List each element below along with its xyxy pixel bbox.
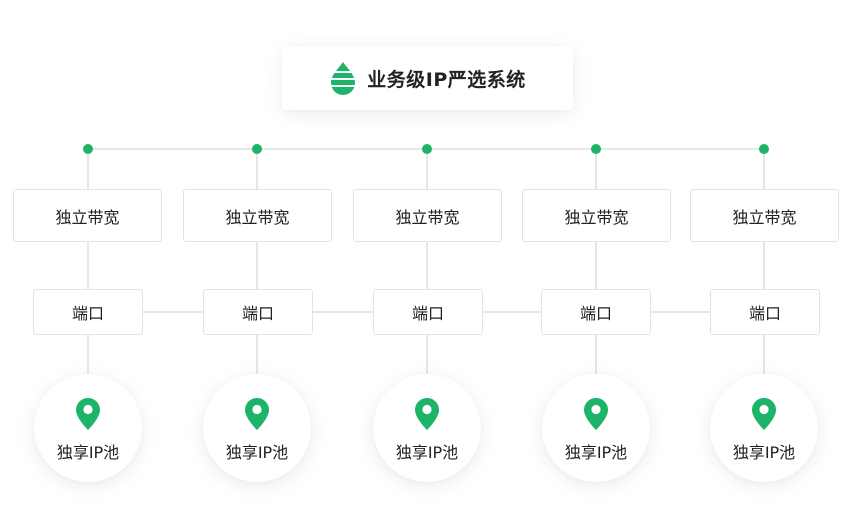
location-pin-icon [752,398,776,430]
drop-stripes-icon [331,62,356,95]
node-dot-1 [83,144,93,154]
location-pin-icon [415,398,439,430]
port-box-2: 端口 [203,289,313,335]
node-dot-2 [252,144,262,154]
node-dot-3 [422,144,432,154]
port-box-1: 端口 [33,289,143,335]
ip-pool-label: 独享IP池 [564,443,628,462]
node-dot-4 [591,144,601,154]
ip-pool-node-5: 独享IP池 [710,374,818,482]
location-pin-icon [76,398,100,430]
ip-pool-node-4: 独享IP池 [542,374,650,482]
ip-pool-node-2: 独享IP池 [203,374,311,482]
ip-pool-node-3: 独享IP池 [373,374,481,482]
port-box-4: 端口 [541,289,651,335]
port-box-5: 端口 [710,289,820,335]
bandwidth-box-5: 独立带宽 [690,189,839,242]
port-box-3: 端口 [373,289,483,335]
ip-pool-label: 独享IP池 [732,443,796,462]
bandwidth-box-2: 独立带宽 [183,189,332,242]
ip-pool-node-1: 独享IP池 [34,374,142,482]
ip-pool-label: 独享IP池 [395,443,459,462]
system-header: 业务级IP严选系统 [282,46,573,110]
system-title: 业务级IP严选系统 [367,68,526,91]
location-pin-icon [245,398,269,430]
ip-pool-label: 独享IP池 [56,443,120,462]
node-dot-5 [759,144,769,154]
bandwidth-box-3: 独立带宽 [353,189,502,242]
bandwidth-box-1: 独立带宽 [13,189,162,242]
ip-pool-label: 独享IP池 [225,443,289,462]
location-pin-icon [584,398,608,430]
bandwidth-box-4: 独立带宽 [522,189,671,242]
